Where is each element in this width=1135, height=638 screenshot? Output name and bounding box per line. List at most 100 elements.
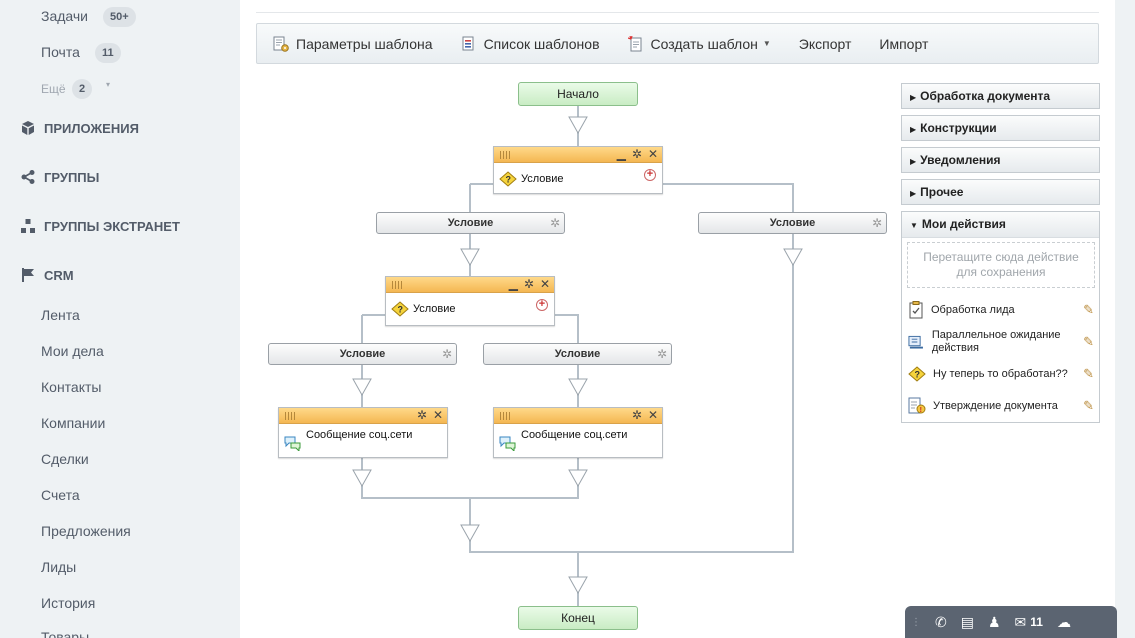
close-icon[interactable]: ✕ bbox=[432, 408, 443, 422]
group-label: Уведомления bbox=[920, 153, 1001, 167]
sidebar-item-products[interactable]: Товары bbox=[41, 629, 90, 638]
sidebar-item-more[interactable]: Ещё bbox=[41, 82, 66, 96]
my-action-item[interactable]: ? Ну теперь то обработан?? ✎ bbox=[902, 358, 1099, 390]
sidebar-item-contacts[interactable]: Контакты bbox=[41, 379, 102, 395]
sidebar-section-groups[interactable]: ГРУППЫ bbox=[20, 169, 99, 185]
start-node[interactable]: Начало bbox=[518, 82, 638, 106]
sidebar-item-deals[interactable]: Сделки bbox=[41, 451, 89, 467]
chevron-down-icon: ▼ bbox=[910, 221, 918, 230]
gear-icon[interactable]: ✲ bbox=[523, 277, 534, 291]
section-label: ГРУППЫ bbox=[44, 169, 100, 185]
pencil-icon[interactable]: ✎ bbox=[1083, 302, 1094, 317]
sidebar-item-quotes[interactable]: Предложения bbox=[41, 523, 131, 539]
main-content: Параметры шаблона Список шаблонов Создат… bbox=[240, 0, 1115, 638]
drag-handle-icon[interactable] bbox=[392, 281, 404, 289]
pencil-icon[interactable]: ✎ bbox=[1083, 334, 1094, 349]
mail-icon[interactable]: ✉ bbox=[1014, 613, 1027, 630]
svg-text:!: ! bbox=[920, 407, 922, 414]
gear-icon[interactable]: ✲ bbox=[631, 408, 642, 422]
pencil-icon[interactable]: ✎ bbox=[1083, 398, 1094, 413]
end-node[interactable]: Конец bbox=[518, 606, 638, 630]
svg-text:?: ? bbox=[915, 370, 921, 380]
activity-header[interactable]: ✲✕ bbox=[494, 408, 662, 424]
minimize-icon[interactable]: ▁ bbox=[616, 147, 626, 161]
drag-handle-icon[interactable] bbox=[285, 412, 297, 420]
new-doc-icon bbox=[627, 35, 642, 51]
sidebar-item-mail[interactable]: Почта bbox=[41, 44, 80, 60]
cloud-icon[interactable]: ☁ bbox=[1056, 613, 1071, 630]
sidebar-item-my-activities[interactable]: Мои дела bbox=[41, 343, 104, 359]
extranet-icon bbox=[21, 219, 35, 233]
activity-title: Сообщение соц.сети bbox=[521, 429, 628, 441]
close-icon[interactable]: ✕ bbox=[539, 277, 550, 291]
branch-condition-left[interactable]: Условие ✲ bbox=[376, 212, 565, 234]
group-other[interactable]: ▶Прочее bbox=[901, 179, 1100, 205]
divider bbox=[256, 12, 1099, 13]
sidebar-item-feed[interactable]: Лента bbox=[41, 307, 80, 323]
my-actions-header[interactable]: ▼Мои действия bbox=[902, 212, 1099, 238]
group-notifications[interactable]: ▶Уведомления bbox=[901, 147, 1100, 173]
gear-icon[interactable]: ✲ bbox=[871, 216, 882, 230]
chat-icon[interactable]: ▤ bbox=[960, 613, 974, 630]
sidebar-item-tasks[interactable]: Задачи bbox=[41, 8, 88, 24]
close-icon[interactable]: ✕ bbox=[647, 408, 658, 422]
sidebar-item-leads[interactable]: Лиды bbox=[41, 559, 77, 575]
close-icon[interactable]: ✕ bbox=[647, 147, 658, 161]
branch-condition-right[interactable]: Условие ✲ bbox=[698, 212, 887, 234]
sidebar-section-extranet[interactable]: ГРУППЫ ЭКСТРАНЕТ bbox=[20, 218, 180, 234]
gear-icon[interactable]: ✲ bbox=[416, 408, 427, 422]
chevron-down-icon[interactable]: ▾ bbox=[106, 80, 111, 89]
sidebar-section-apps[interactable]: ПРИЛОЖЕНИЯ bbox=[20, 120, 139, 136]
section-label: ГРУППЫ ЭКСТРАНЕТ bbox=[44, 218, 180, 234]
group-label: Конструкции bbox=[920, 121, 997, 135]
export-button[interactable]: Экспорт bbox=[799, 36, 852, 52]
drag-handle-icon[interactable] bbox=[500, 412, 512, 420]
my-action-item[interactable]: ! Утверждение документа ✎ bbox=[902, 390, 1099, 422]
sidebar-item-companies[interactable]: Компании bbox=[41, 415, 106, 431]
template-list-button[interactable]: Список шаблонов bbox=[461, 36, 600, 52]
activity-title: Сообщение соц.сети bbox=[306, 429, 413, 441]
add-branch-icon[interactable]: + bbox=[536, 299, 548, 311]
pencil-icon[interactable]: ✎ bbox=[1083, 366, 1094, 381]
drag-handle-icon[interactable] bbox=[500, 151, 512, 159]
sidebar-item-history[interactable]: История bbox=[41, 595, 96, 611]
gear-icon[interactable]: ✲ bbox=[631, 147, 642, 161]
parallel-wait-icon bbox=[908, 335, 923, 349]
condition-icon: ? bbox=[391, 301, 409, 317]
activity-header[interactable]: ▁ ✲ ✕ bbox=[494, 147, 662, 163]
sidebar-section-crm[interactable]: CRM bbox=[20, 267, 74, 283]
mail-count: 11 bbox=[1030, 615, 1043, 629]
gear-icon[interactable]: ✲ bbox=[441, 347, 452, 361]
group-label: Обработка документа bbox=[920, 89, 1051, 103]
branch-label: Условие bbox=[769, 217, 816, 229]
my-action-item[interactable]: Обработка лида ✎ bbox=[902, 294, 1099, 326]
social-message-activity-left[interactable]: ✲✕ Сообщение соц.сети bbox=[278, 407, 448, 458]
bell-icon[interactable]: ♟ bbox=[987, 613, 1001, 630]
condition-activity[interactable]: ▁✲✕ ? Условие + bbox=[493, 146, 663, 194]
phone-icon[interactable]: ✆ bbox=[935, 613, 947, 630]
gear-icon[interactable]: ✲ bbox=[549, 216, 560, 230]
minimize-icon[interactable]: ▁ bbox=[508, 277, 518, 291]
add-branch-icon[interactable]: + bbox=[644, 169, 656, 181]
template-params-button[interactable]: Параметры шаблона bbox=[273, 36, 433, 52]
activity-title: Условие bbox=[413, 303, 456, 315]
create-template-button[interactable]: Создать шаблон ▼ bbox=[627, 35, 771, 52]
page-edge bbox=[1115, 0, 1135, 638]
activity-header[interactable]: ✲✕ bbox=[279, 408, 447, 424]
activity-header[interactable]: ▁ ✲ ✕ bbox=[386, 277, 554, 293]
sidebar-item-invoices[interactable]: Счета bbox=[41, 487, 80, 503]
social-message-activity-right[interactable]: ✲✕ Сообщение соц.сети bbox=[493, 407, 663, 458]
gear-icon[interactable]: ✲ bbox=[656, 347, 667, 361]
my-action-item[interactable]: Параллельное ожидание действия ✎ bbox=[902, 326, 1099, 358]
button-label: Параметры шаблона bbox=[296, 35, 433, 52]
nested-condition-activity[interactable]: ▁ ✲ ✕ ? Условие + bbox=[385, 276, 555, 326]
branch-condition-inner-right[interactable]: Условие ✲ bbox=[483, 343, 672, 365]
import-button[interactable]: Импорт bbox=[879, 36, 928, 52]
condition-icon: ? bbox=[908, 366, 926, 382]
drop-zone[interactable]: Перетащите сюда действие для сохранения bbox=[907, 242, 1095, 288]
group-document-processing[interactable]: ▶Обработка документа bbox=[901, 83, 1100, 109]
branch-label: Условие bbox=[447, 217, 494, 229]
group-constructions[interactable]: ▶Конструкции bbox=[901, 115, 1100, 141]
branch-condition-inner-left[interactable]: Условие ✲ bbox=[268, 343, 457, 365]
chevron-right-icon: ▶ bbox=[910, 189, 917, 198]
